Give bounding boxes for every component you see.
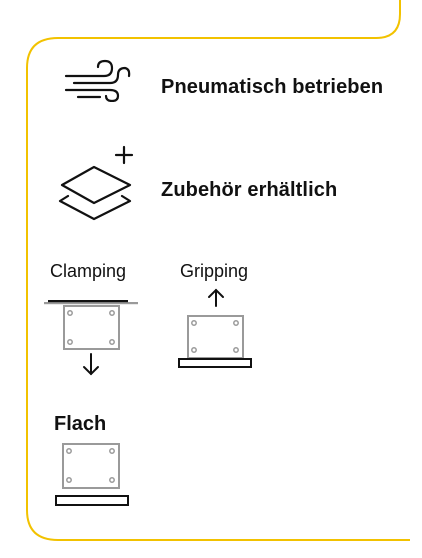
flat-mounting-icon [55,443,129,506]
gripping-icon [178,288,252,368]
feature-label-accessories: Zubehör erhältlich [161,179,338,201]
mode-label-clamping: Clamping [50,261,127,281]
layers-plus-icon [58,145,134,221]
feature-label-pneumatic: Pneumatisch betrieben [161,76,384,98]
mode-label-gripping: Gripping [180,261,249,281]
airflow-icon [64,59,131,102]
mode-label-flach: Flach [54,413,107,435]
clamping-icon [44,300,138,376]
